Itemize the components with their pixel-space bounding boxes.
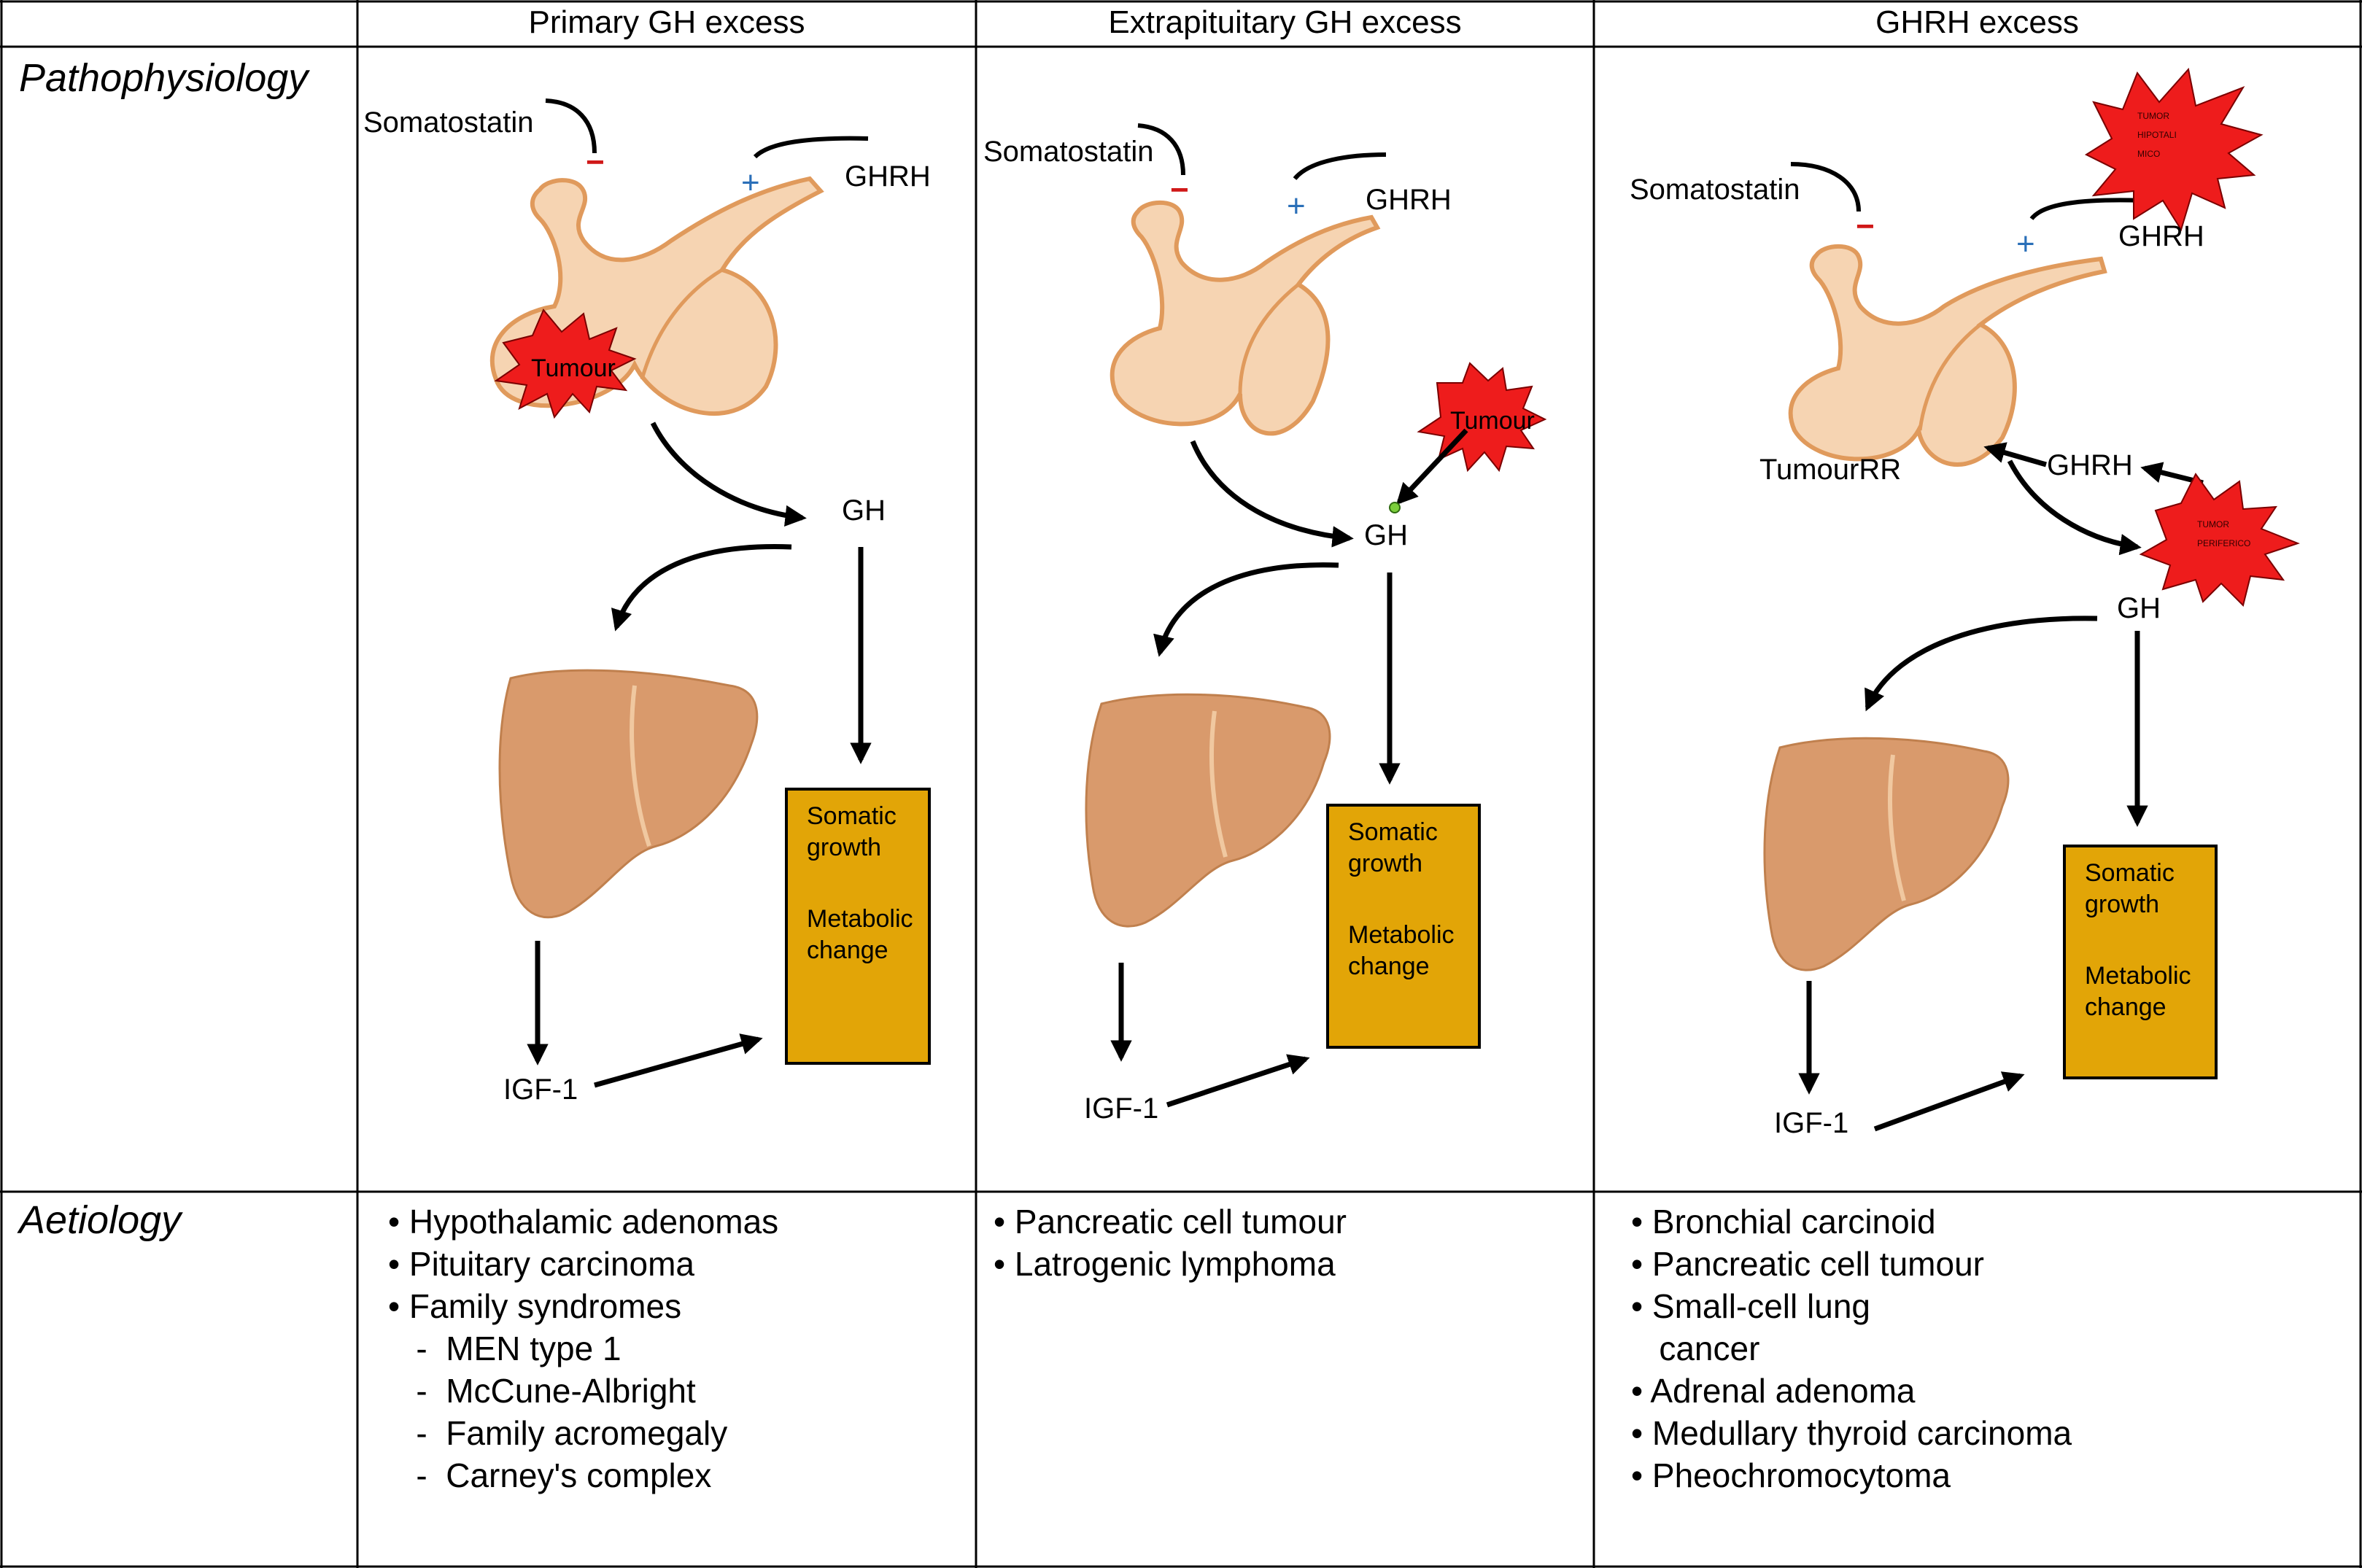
- ghrh-label-extrapituitary: GHRH: [1366, 184, 1452, 216]
- aetiology-item: • Pancreatic cell tumour: [1631, 1245, 1984, 1283]
- aetiology-list-extrapituitary: • Pancreatic cell tumour • Latrogenic ly…: [994, 1200, 1347, 1285]
- inhibition-sign-ghrh: −: [1856, 209, 1875, 244]
- aetiology-list-ghrh: • Bronchial carcinoid • Pancreatic cell …: [1631, 1200, 2072, 1497]
- aetiology-item: • Family syndromes: [388, 1287, 682, 1325]
- arrow-gh-to-liver-extrapituitary: [1153, 562, 1339, 657]
- row-label-aetiology: Aetiology: [19, 1198, 182, 1242]
- gh-source-dot: [1389, 502, 1401, 513]
- igf1-label-extrapituitary: IGF-1: [1084, 1092, 1159, 1125]
- somatostatin-label-ghrh: Somatostatin: [1630, 174, 1800, 206]
- arrow-tumour-to-pituitary-ghrh: [2007, 459, 2142, 556]
- aetiology-subitem: - MEN type 1: [388, 1330, 622, 1367]
- box-line-metabolic: Metabolic: [807, 905, 913, 933]
- ghrh-curve-ghrh: [2029, 198, 2145, 220]
- igf1-label-primary: IGF-1: [503, 1074, 578, 1106]
- tumour-hypo-line3: MICO: [2137, 149, 2161, 159]
- aetiology-subitem: - McCune-Albright: [388, 1372, 696, 1410]
- box-line-somatic: Somatic: [2085, 859, 2175, 887]
- box-line-growth: growth: [2085, 890, 2160, 918]
- aetiology-item: • Bronchial carcinoid: [1631, 1203, 1936, 1241]
- gh-label-extrapituitary: GH: [1364, 519, 1408, 551]
- arrow-igf1-to-box-ghrh: [1873, 1071, 2025, 1132]
- ghrh-label-ghrh-mid: GHRH: [2047, 449, 2133, 481]
- aetiology-item-continued: cancer: [1631, 1330, 1760, 1367]
- tumour-label-hypothalamic: TUMOR HIPOTALI MICO: [2137, 106, 2177, 163]
- tumour-peri-line2: PERIFERICO: [2197, 538, 2251, 548]
- arrow-igf1-to-box-extrapituitary: [1166, 1054, 1310, 1108]
- arrow-pituitary-to-gh-extrapituitary: [1190, 440, 1354, 548]
- somatostatin-curve-ghrh: [1790, 162, 1861, 212]
- arrow-gh-to-liver-primary: [611, 544, 792, 632]
- tumour-label-peripheral: TUMOR PERIFERICO: [2197, 515, 2250, 553]
- aetiology-subitem: - Family acromegaly: [388, 1414, 728, 1452]
- tumour-hypo-line2: HIPOTALI: [2137, 130, 2177, 140]
- aetiology-item: • Pancreatic cell tumour: [994, 1203, 1347, 1241]
- stimulation-sign-ghrh: +: [2016, 226, 2035, 262]
- aetiology-item: • Small-cell lung: [1631, 1287, 1870, 1325]
- aetiology-item: • Pheochromocytoma: [1631, 1456, 1951, 1494]
- aetiology-item: • Latrogenic lymphoma: [994, 1245, 1336, 1283]
- liver-ghrh: [1763, 737, 2010, 971]
- box-line-somatic: Somatic: [1348, 818, 1438, 846]
- inhibition-sign-primary: −: [586, 144, 605, 180]
- ghrh-curve-primary: [753, 136, 869, 159]
- somatostatin-label-extrapituitary: Somatostatin: [983, 136, 1154, 168]
- tumour-hypo-line1: TUMOR: [2137, 111, 2169, 121]
- row-label-pathophysiology: Pathophysiology: [19, 56, 309, 100]
- aetiology-list-primary: • Hypothalamic adenomas • Pituitary carc…: [388, 1200, 778, 1497]
- pituitary-gland-extrapituitary: [1110, 200, 1381, 436]
- gh-label-primary: GH: [842, 494, 886, 527]
- ghrh-label-ghrh-top: GHRH: [2118, 220, 2204, 252]
- pituitary-gland-ghrh: [1788, 244, 2107, 467]
- liver-extrapituitary: [1085, 693, 1331, 928]
- aetiology-item: • Pituitary carcinoma: [388, 1245, 695, 1283]
- box-line-somatic: Somatic: [807, 802, 897, 830]
- arrow-tumour-to-gh-extrapituitary: [1395, 428, 1468, 505]
- aetiology-item: • Medullary thyroid carcinoma: [1631, 1414, 2072, 1452]
- arrow-pituitary-to-gh-primary: [650, 422, 807, 527]
- ghrh-label-primary: GHRH: [845, 160, 931, 193]
- somatostatin-curve-primary: [545, 98, 597, 154]
- tumour-burst-hypothalamic: [2084, 67, 2264, 232]
- column-header-extrapituitary: Extrapituitary GH excess: [1108, 4, 1462, 40]
- tumour-label-extrapituitary: Tumour: [1450, 407, 1535, 435]
- tumour-peri-line1: TUMOR: [2197, 519, 2229, 529]
- tumour-burst-peripheral: [2139, 473, 2300, 607]
- aetiology-item: • Hypothalamic adenomas: [388, 1203, 779, 1241]
- box-line-change: change: [807, 936, 888, 964]
- box-line-change: change: [1348, 952, 1430, 980]
- somatic-metabolic-box-primary: Somatic growth Metabolic change: [785, 788, 931, 1065]
- liver-primary: [498, 669, 759, 919]
- aetiology-item: • Adrenal adenoma: [1631, 1372, 1916, 1410]
- column-header-ghrh: GHRH excess: [1875, 4, 2079, 40]
- aetiology-subitem: - Carney's complex: [388, 1456, 712, 1494]
- box-line-change: change: [2085, 993, 2167, 1021]
- igf1-label-ghrh: IGF-1: [1774, 1107, 1849, 1139]
- tumour-burst-primary: [494, 308, 637, 419]
- box-line-growth: growth: [807, 833, 882, 861]
- arrow-ghrh-to-tumourrr: [1983, 442, 2047, 467]
- somatostatin-label-primary: Somatostatin: [363, 106, 534, 139]
- ghrh-curve-extrapituitary: [1293, 152, 1387, 181]
- column-header-primary: Primary GH excess: [528, 4, 805, 40]
- somatic-metabolic-box-ghrh: Somatic growth Metabolic change: [2063, 845, 2218, 1079]
- gh-label-ghrh: GH: [2117, 592, 2161, 624]
- tumour-label-primary: Tumour: [531, 354, 616, 382]
- stimulation-sign-primary: +: [741, 165, 760, 201]
- arrow-igf1-to-box-primary: [594, 1033, 763, 1088]
- tumourrr-label: TumourRR: [1759, 454, 1902, 486]
- somatostatin-curve-extrapituitary: [1137, 123, 1185, 176]
- arrow-gh-to-liver-ghrh: [1865, 616, 2098, 712]
- box-line-metabolic: Metabolic: [2085, 962, 2191, 990]
- inhibition-sign-extrapituitary: −: [1170, 172, 1189, 208]
- stimulation-sign-extrapituitary: +: [1287, 188, 1306, 224]
- box-line-metabolic: Metabolic: [1348, 921, 1455, 949]
- somatic-metabolic-box-extrapituitary: Somatic growth Metabolic change: [1326, 804, 1481, 1049]
- box-line-growth: growth: [1348, 849, 1423, 877]
